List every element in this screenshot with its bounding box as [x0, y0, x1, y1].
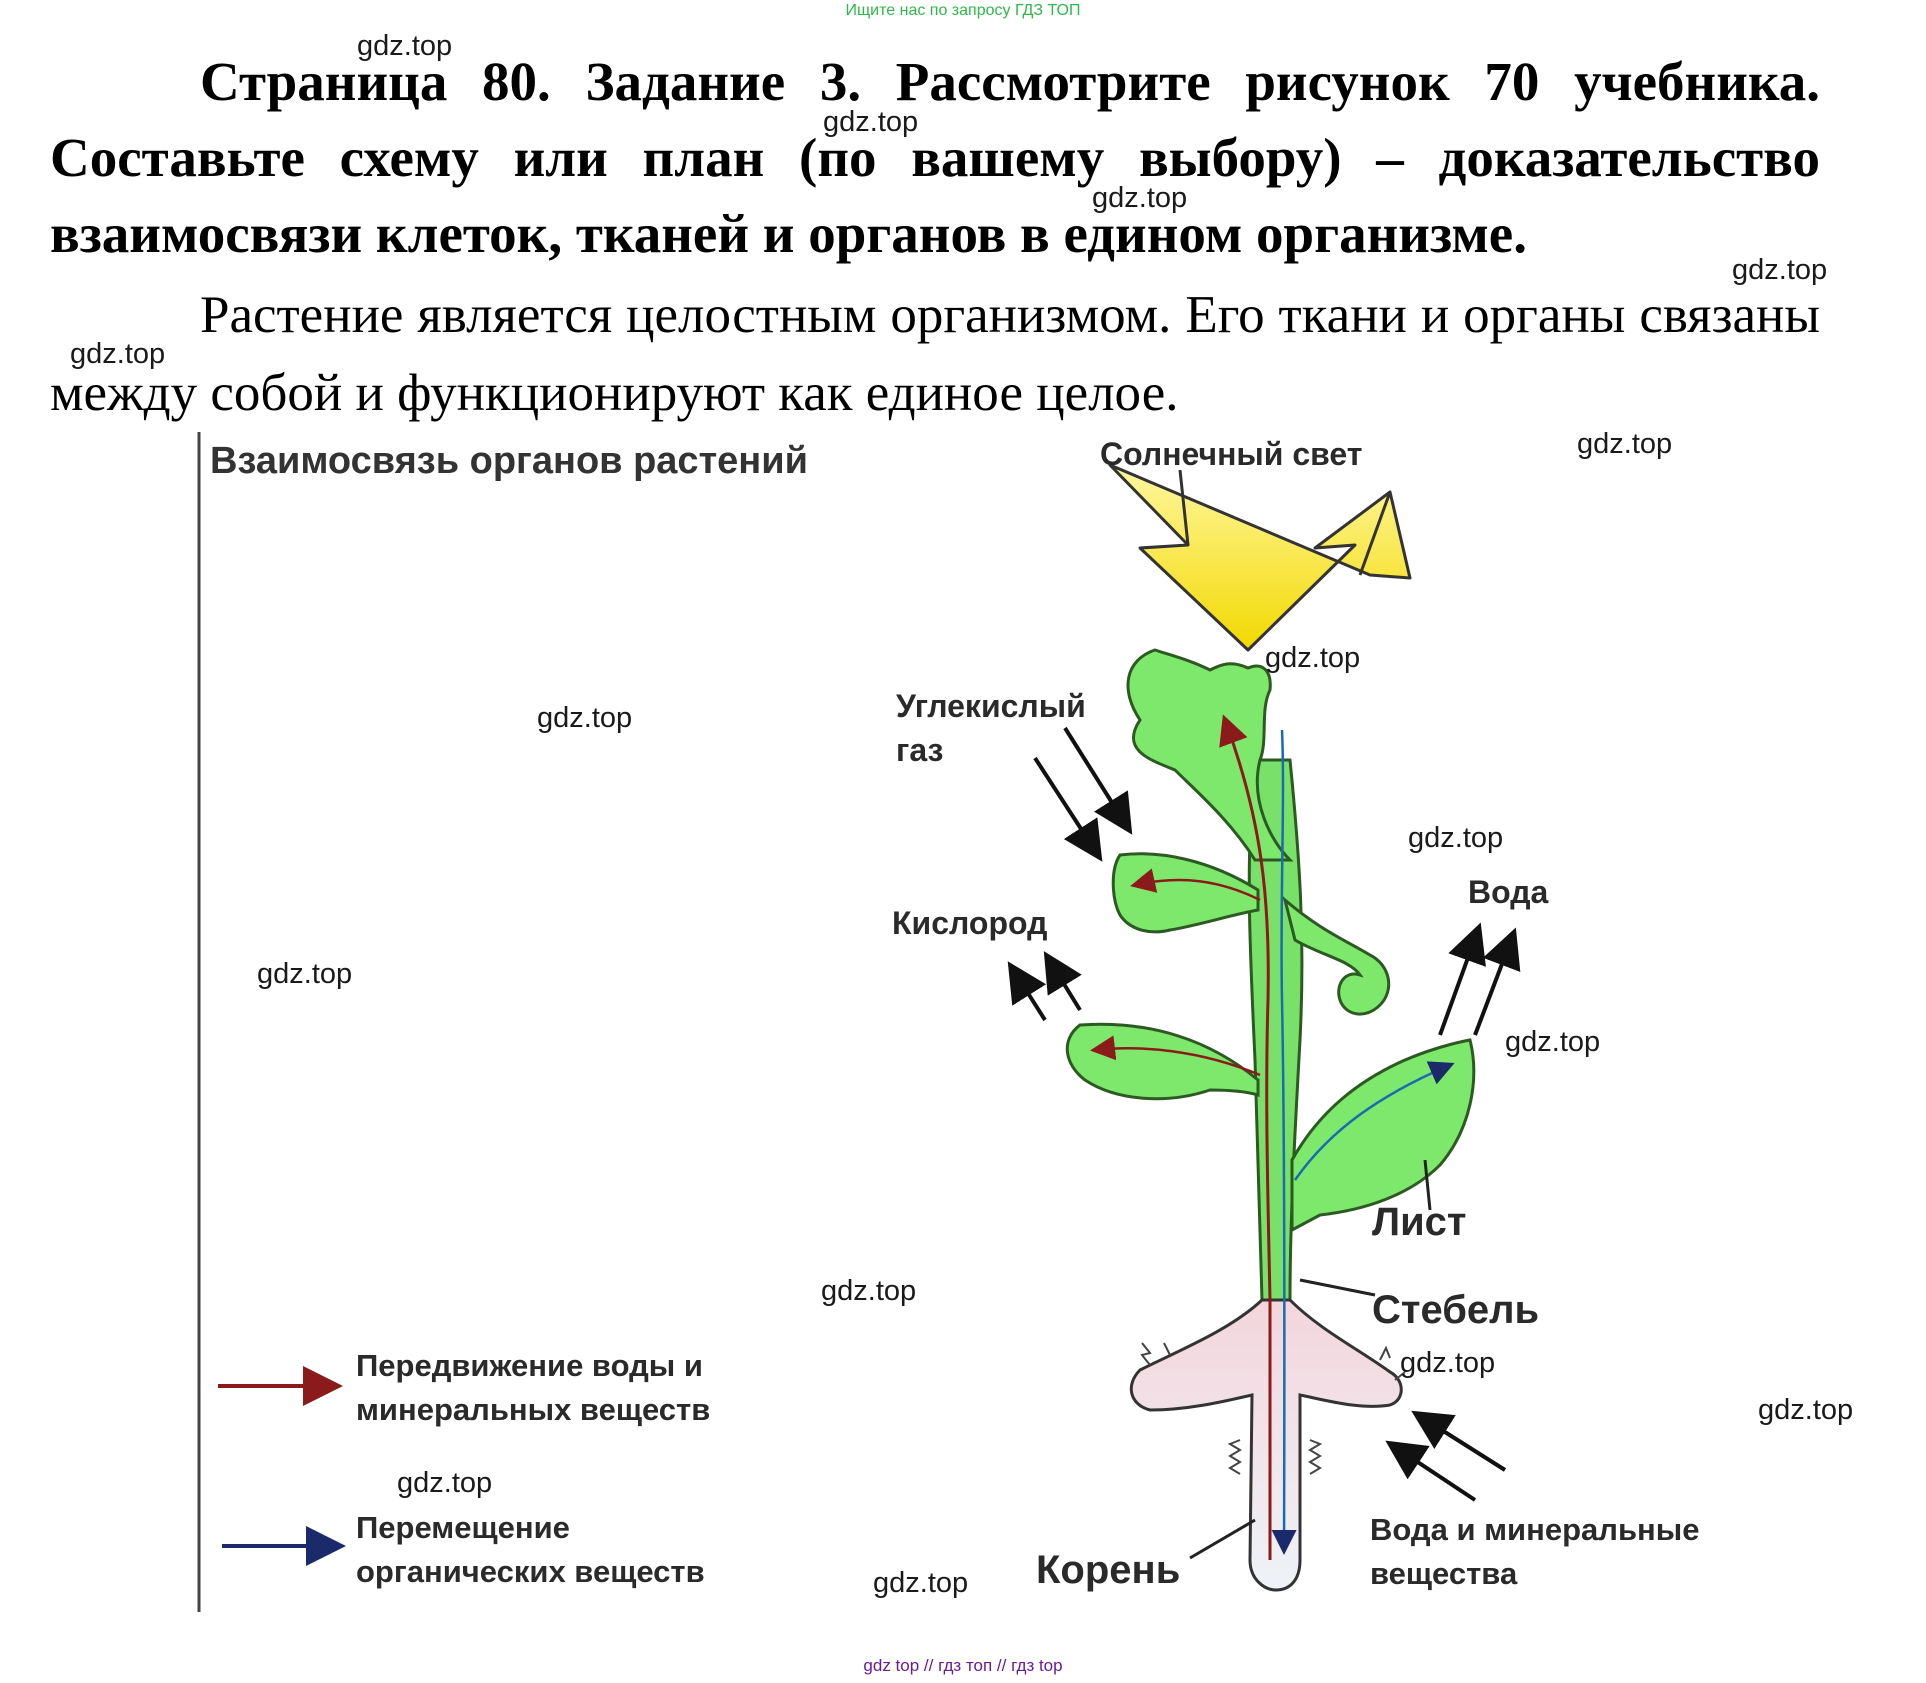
legend-organic-text: Перемещение органических веществ — [356, 1506, 705, 1594]
label-water-minerals-line1: Вода и минеральные — [1370, 1512, 1700, 1547]
label-sunlight: Солнечный свет — [1100, 436, 1363, 472]
watermark: gdz.top — [257, 958, 353, 990]
watermark: gdz.top — [823, 106, 919, 138]
co2-arrow-1 — [1033, 756, 1103, 862]
label-water-minerals-line2: вещества — [1370, 1556, 1518, 1591]
footer-links[interactable]: gdz top // гдз топ // гдз top — [863, 1656, 1063, 1675]
watermark: gdz.top — [70, 338, 166, 370]
watermark: gdz.top — [537, 702, 633, 734]
root — [1129, 1298, 1403, 1592]
label-oxygen: Кислород — [892, 905, 1048, 941]
watermark: gdz.top — [1505, 1026, 1601, 1058]
legend-organic-line2: органических веществ — [356, 1554, 705, 1589]
co2-arrow-2 — [1063, 726, 1133, 835]
watermark: gdz.top — [873, 1567, 969, 1599]
answer-text: Растение является целостным организмом. … — [50, 286, 1820, 422]
legend-water-line1: Передвижение воды и — [356, 1348, 703, 1383]
figure-title: Взаимосвязь органов растений — [210, 440, 808, 482]
top-leaf — [1126, 648, 1294, 862]
label-co2-line2: газ — [896, 732, 944, 768]
intake-arrow-2 — [1385, 1440, 1477, 1502]
task-heading: Страница 80. Задание 3. Рассмотрите рису… — [50, 51, 1820, 264]
watermark: gdz.top — [1408, 822, 1504, 854]
label-water: Вода — [1468, 874, 1549, 910]
watermark: gdz.top — [1758, 1394, 1854, 1426]
water-arrow-1 — [1438, 922, 1486, 1036]
leaf-lower-left — [1065, 1022, 1260, 1101]
label-stem: Стебель — [1372, 1288, 1540, 1332]
curled-shoot — [1282, 895, 1391, 1016]
label-co2-line1: Углекислый — [896, 688, 1086, 724]
root-hairs — [1140, 1342, 1406, 1475]
intake-arrow-1 — [1411, 1410, 1507, 1472]
oxygen-arrow-1 — [1007, 961, 1047, 1022]
label-root: Корень — [1036, 1548, 1181, 1592]
watermark: gdz.top — [1577, 428, 1673, 460]
watermark: gdz.top — [1732, 254, 1828, 286]
top-banner[interactable]: Ищите нас по запросу ГДЗ ТОП — [845, 2, 1081, 19]
watermark: gdz.top — [1265, 642, 1361, 674]
watermark: gdz.top — [1400, 1347, 1496, 1379]
watermark: gdz.top — [357, 30, 453, 62]
leaf-right — [1290, 1038, 1476, 1233]
watermark: gdz.top — [397, 1467, 493, 1499]
leaf-upper-left — [1111, 852, 1260, 934]
legend-organic-line1: Перемещение — [356, 1510, 570, 1545]
legend-water-text: Передвижение воды и минеральных веществ — [356, 1344, 710, 1432]
watermark: gdz.top — [1092, 182, 1188, 214]
watermark: gdz.top — [821, 1275, 917, 1307]
legend-water-line2: минеральных веществ — [356, 1392, 711, 1427]
label-leaf: Лист — [1372, 1200, 1467, 1244]
oxygen-arrow-2 — [1043, 951, 1082, 1012]
water-arrow-2 — [1473, 927, 1521, 1036]
